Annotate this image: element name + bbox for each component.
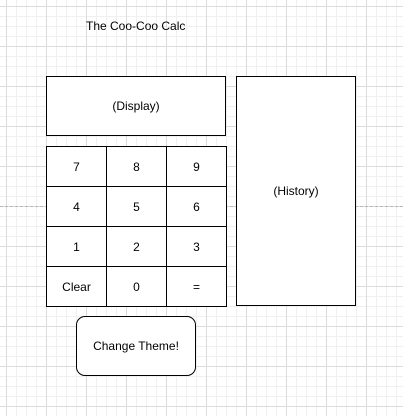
keypad: 7 8 9 4 5 6 1 2 3 Clear 0 = <box>46 146 227 307</box>
key-2[interactable]: 2 <box>107 227 167 267</box>
key-4[interactable]: 4 <box>47 187 107 227</box>
display-panel: (Display) <box>46 76 226 136</box>
key-8[interactable]: 8 <box>107 147 167 187</box>
app-title: The Coo-Coo Calc <box>86 19 186 33</box>
clear-key[interactable]: Clear <box>47 267 107 307</box>
key-0[interactable]: 0 <box>107 267 167 307</box>
equals-key[interactable]: = <box>167 267 227 307</box>
key-1[interactable]: 1 <box>47 227 107 267</box>
key-5[interactable]: 5 <box>107 187 167 227</box>
key-9[interactable]: 9 <box>167 147 227 187</box>
change-theme-label: Change Theme! <box>93 339 179 353</box>
history-label: (History) <box>273 184 319 198</box>
key-3[interactable]: 3 <box>167 227 227 267</box>
key-6[interactable]: 6 <box>167 187 227 227</box>
display-label: (Display) <box>112 99 160 113</box>
change-theme-button[interactable]: Change Theme! <box>76 316 196 376</box>
key-7[interactable]: 7 <box>47 147 107 187</box>
history-panel: (History) <box>236 76 356 306</box>
